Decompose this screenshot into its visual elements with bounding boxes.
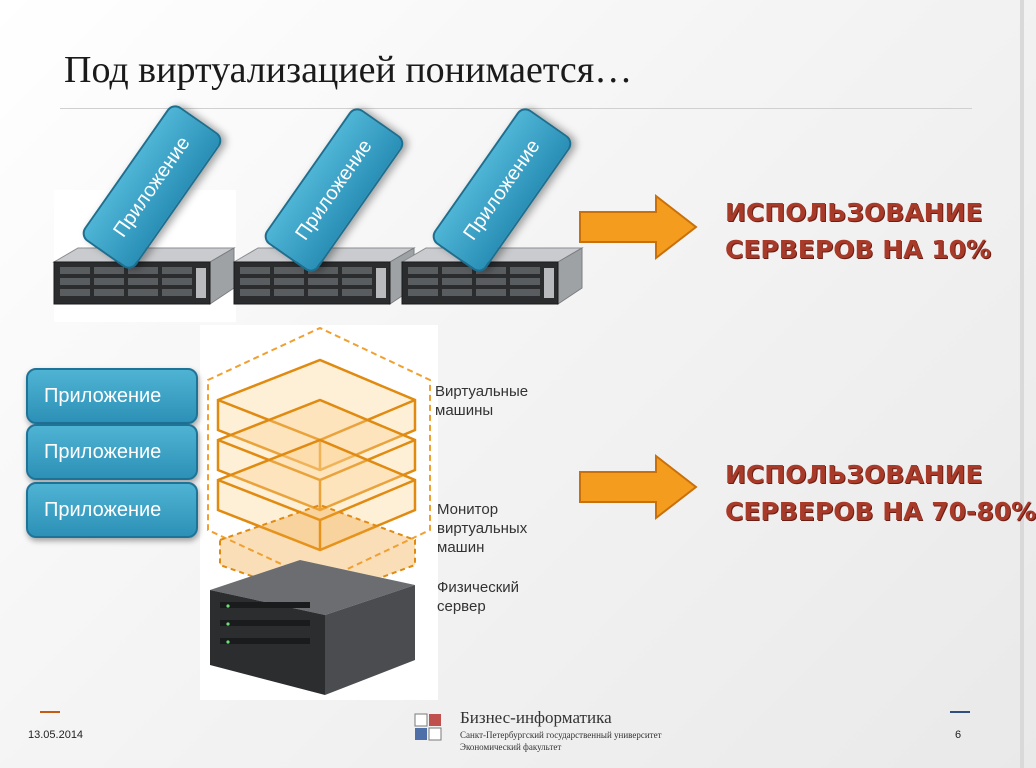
label-physical-server: Физический сервер — [437, 579, 520, 615]
virtualization-stack-icon — [207, 326, 431, 695]
result-bottom-line-1: ИСПОЛЬЗОВАНИЕ — [725, 460, 983, 489]
slide-title: Под виртуализацией понимается… — [64, 49, 633, 91]
application-block: Приложение — [26, 424, 198, 480]
brand-block: Бизнес-информатика Санкт-Петербургский г… — [460, 708, 662, 752]
brand-subtitle-1: Санкт-Петербургский государственный унив… — [460, 730, 662, 740]
result-top-line-2: СЕРВЕРОВ НА 10% — [725, 235, 992, 264]
brand-name: Бизнес-информатика — [460, 708, 612, 727]
footer-accent-right — [950, 711, 970, 713]
label-vm-monitor: Монитор виртуальных машин — [437, 501, 528, 556]
brand-logo-icon — [414, 713, 442, 741]
footer-accent-left — [40, 711, 60, 713]
arrow-right-icon — [579, 193, 698, 261]
result-bottom-line-2: СЕРВЕРОВ НА 70-80% — [725, 497, 1036, 526]
application-block: Приложение — [26, 368, 198, 424]
label-virtual-machines: Виртуальные машины — [435, 383, 529, 419]
arrow-right-icon — [579, 453, 698, 521]
brand-subtitle-2: Экономический факультет — [460, 742, 562, 752]
result-top: ИСПОЛЬЗОВАНИЕ СЕРВЕРОВ НА 10% — [725, 194, 991, 268]
result-bottom: ИСПОЛЬЗОВАНИЕ СЕРВЕРОВ НА 70-80% — [725, 456, 1036, 530]
slide-edge — [1020, 0, 1024, 768]
title-divider — [60, 108, 972, 109]
rack-server-icon — [52, 247, 236, 305]
page-number: 6 — [955, 729, 962, 741]
slide-date: 13.05.2014 — [28, 729, 84, 741]
application-block: Приложение — [26, 482, 198, 538]
result-top-line-1: ИСПОЛЬЗОВАНИЕ — [725, 198, 983, 227]
